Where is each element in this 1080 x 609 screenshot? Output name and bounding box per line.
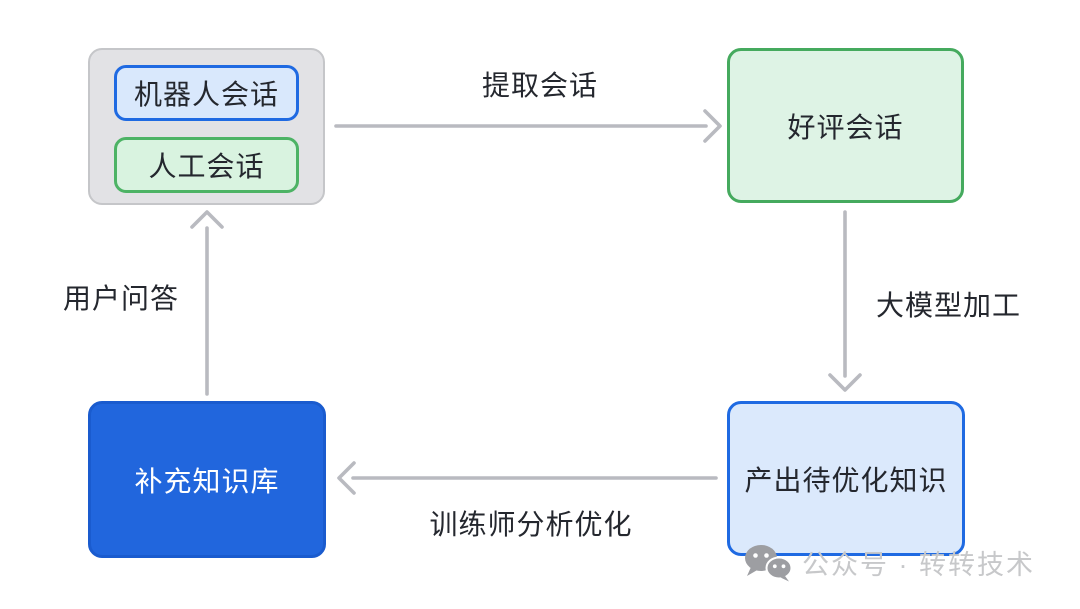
wechat-icon xyxy=(745,544,792,581)
positive-session-label: 好评会话 xyxy=(787,111,904,143)
arrow-trainer-optimization xyxy=(337,461,718,495)
pending-knowledge-node: 产出待优化知识 xyxy=(727,401,965,556)
knowledge-base-node: 补充知识库 xyxy=(88,401,326,558)
positive-session-node: 好评会话 xyxy=(727,48,964,203)
edge-label-trainer-optimization: 训练师分析优化 xyxy=(429,509,633,540)
arrow-user-qa xyxy=(190,210,224,396)
arrow-llm-processing xyxy=(828,210,862,392)
watermark-text: 公众号 · 转转技术 xyxy=(802,550,1035,580)
edge-label-extract-session: 提取会话 xyxy=(481,70,598,101)
pending-knowledge-label: 产出待优化知识 xyxy=(744,464,948,496)
bot-session-node: 机器人会话 xyxy=(114,65,299,121)
session-group-box: 机器人会话 人工会话 xyxy=(88,48,325,205)
bot-session-label: 机器人会话 xyxy=(133,79,279,110)
arrow-extract-session xyxy=(334,109,722,143)
edge-label-user-qa: 用户问答 xyxy=(63,283,180,314)
human-session-node: 人工会话 xyxy=(114,137,299,193)
watermark: 公众号 · 转转技术 xyxy=(744,543,1035,582)
human-session-label: 人工会话 xyxy=(148,151,265,182)
knowledge-base-label: 补充知识库 xyxy=(134,465,280,497)
edge-label-llm-processing: 大模型加工 xyxy=(876,290,1022,321)
